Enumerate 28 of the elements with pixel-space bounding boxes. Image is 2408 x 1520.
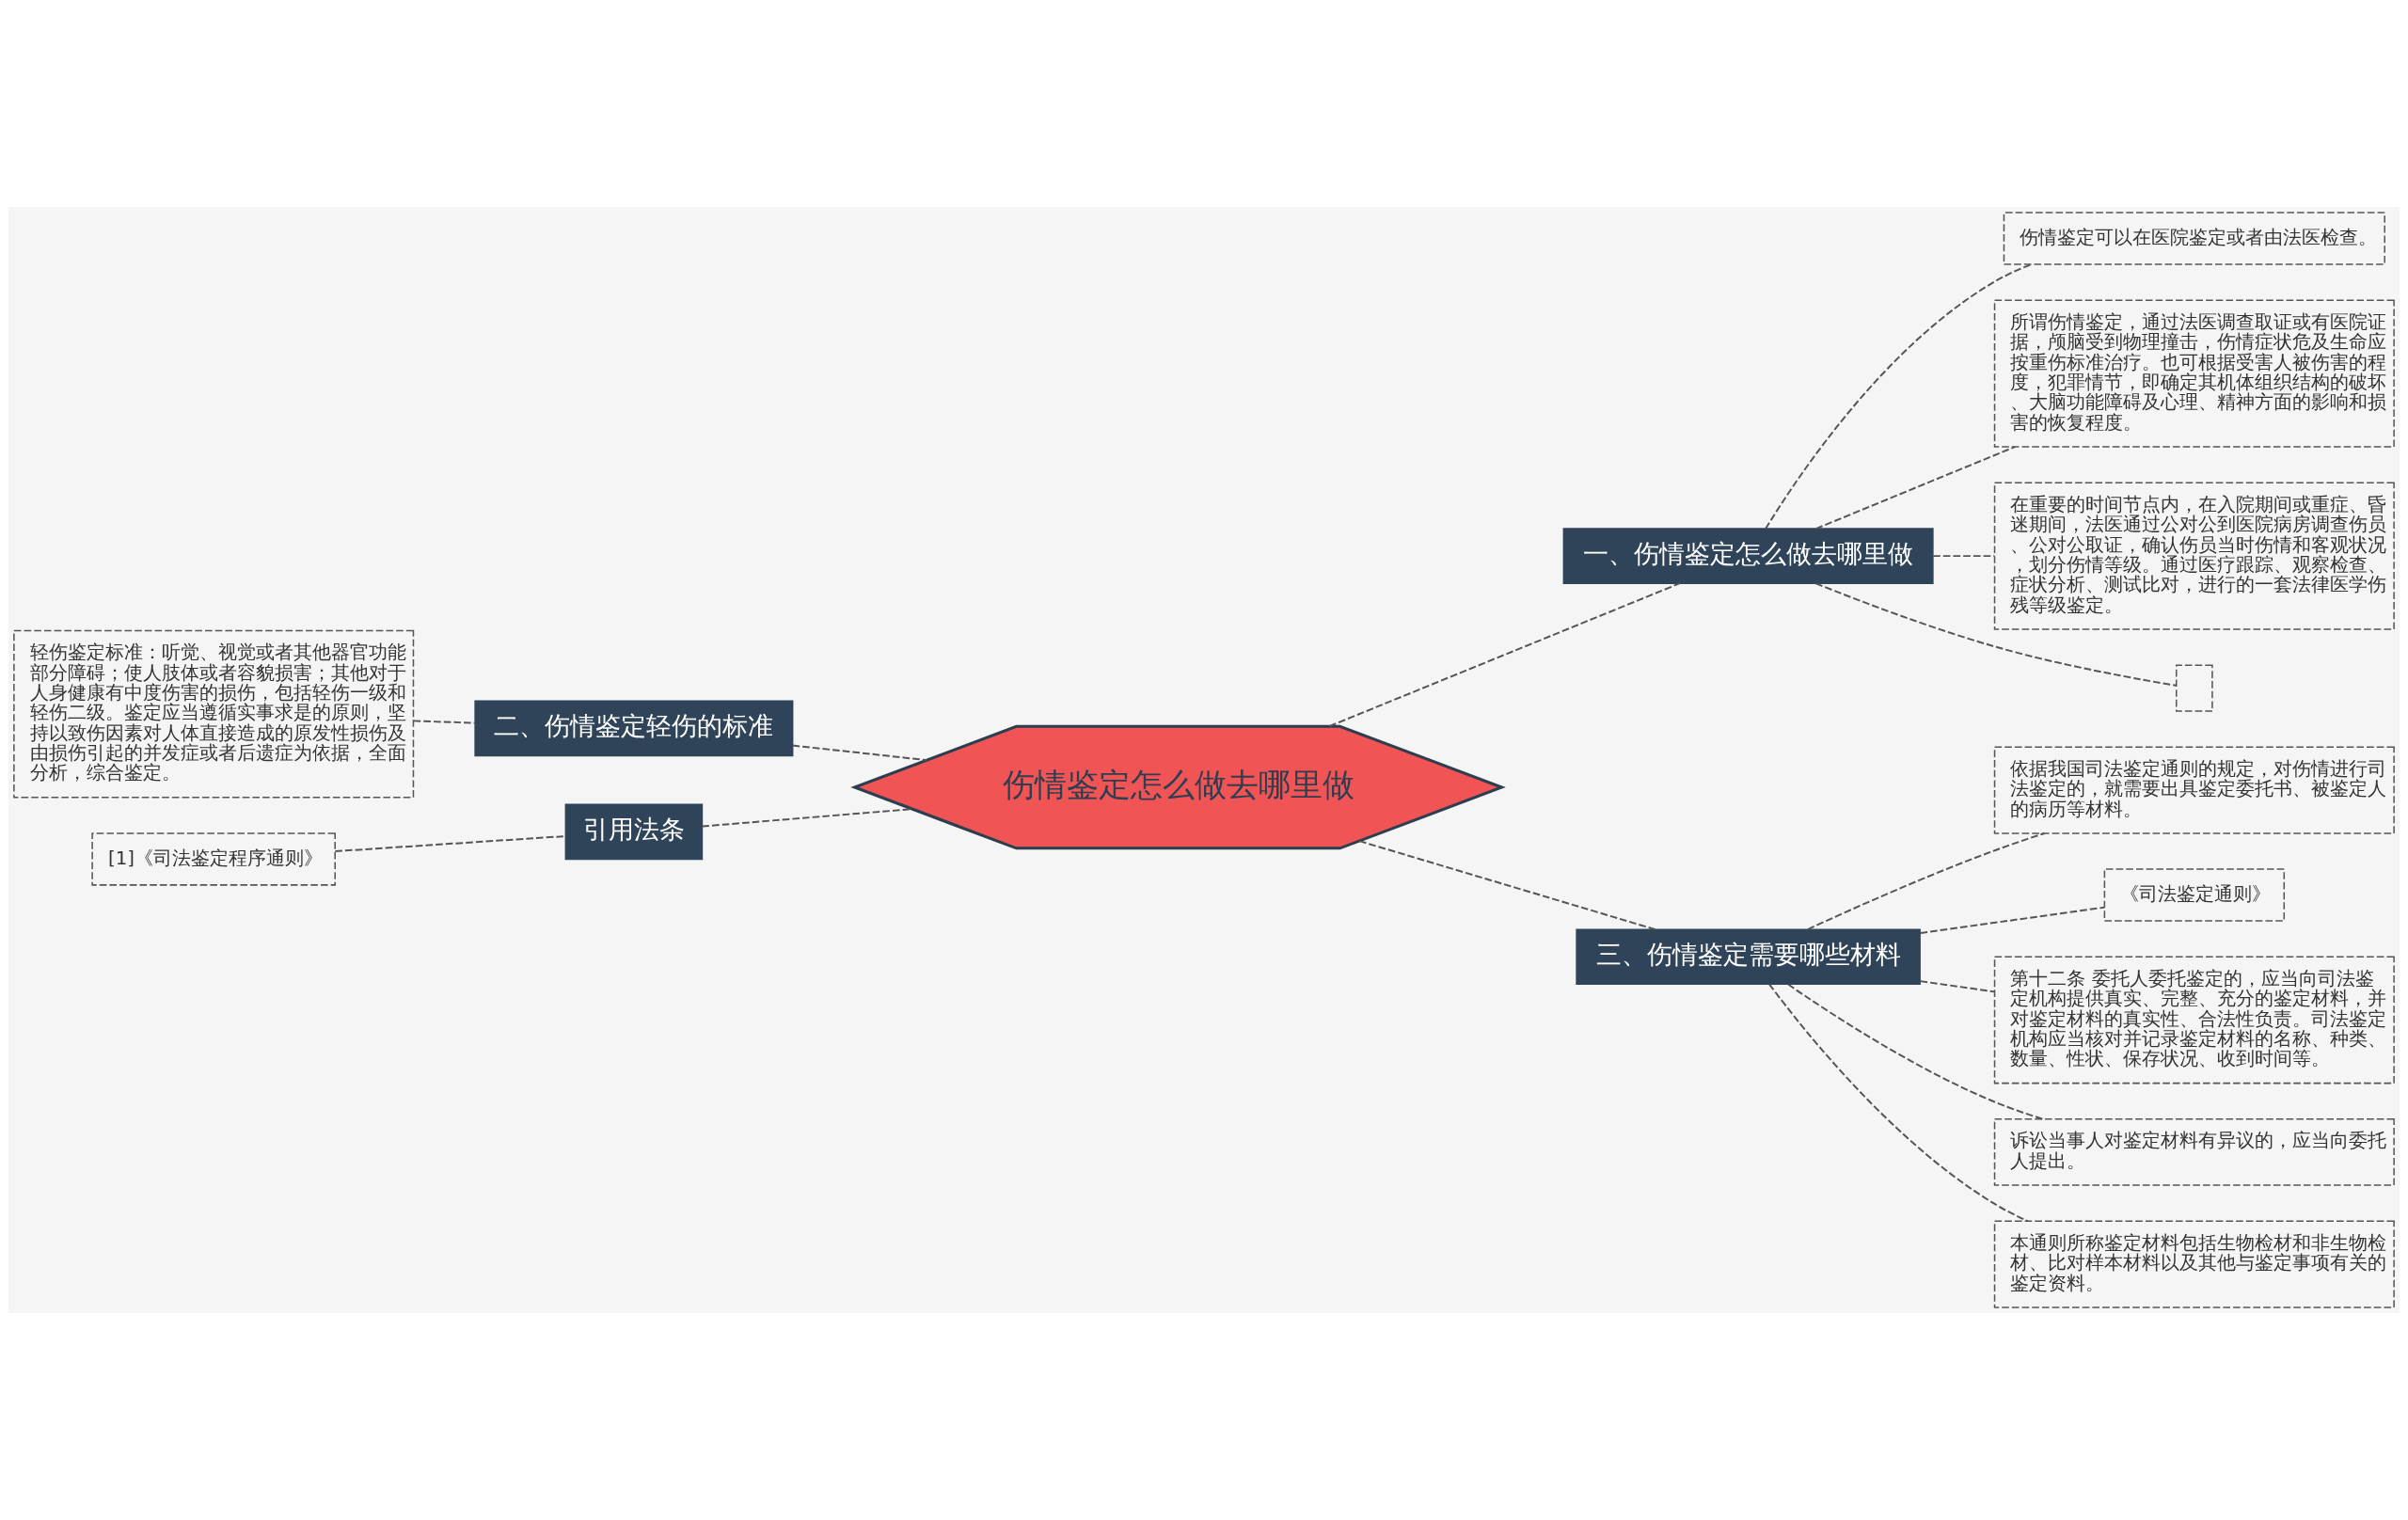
connector [1932,555,1996,558]
connector [1919,980,1996,993]
node-box: 第十二条 委托人委托鉴定的，应当向司法鉴定机构提供真实、完整、充分的鉴定材料，并对鉴定材料的真实性、合法性负责。司法鉴定机构应当核对并记录鉴定材料的名称、种类、数量、性状、保存状况、收到时间等。 [1993,956,2395,1085]
node-box: 依据我国司法鉴定通则的规定，对伤情进行司法鉴定的，就需要出具鉴定委托书、被鉴定人的病历等材料。 [1993,746,2395,834]
connector [1768,983,2029,1223]
connector [1328,582,1681,728]
node-box: 引用法条 [564,803,704,861]
connector [1814,446,2017,530]
connector [1814,582,2178,687]
node-box: 诉讼当事人对鉴定材料有异议的，应当向委托人提出。 [1993,1118,2395,1186]
node-box: 三、伤情鉴定需要哪些材料 [1576,928,1921,985]
node-box: [1]《司法鉴定程序通则》 [91,832,336,886]
node-box: 一、伤情鉴定怎么做去哪里做 [1562,528,1934,584]
connector [1787,983,2045,1120]
node-box: 在重要的时间节点内，在入院期间或重症、昏迷期间，法医通过公对公到医院病房调查伤员、公对公取证，确认伤员当时伤情和客观状况，划分伤情等级。通过医疗跟踪、观察检查、症状分析、测试比对，进行的一套法律医学伤残等级鉴定。 [1993,482,2395,630]
connector [1765,263,2033,530]
connector [1358,840,1656,931]
connector [1919,906,2105,934]
node-box: 伤情鉴定可以在医院鉴定或者由法医检查。 [2003,212,2385,265]
node-box: 轻伤鉴定标准：听觉、视觉或者其他器官功能部分障碍；使人肢体或者容貌损害；其他对于人身健康有中度伤害的损伤，包括轻伤一级和轻伤二级。鉴定应当遵循实事求是的原则，坚持以致伤因素对人体直接造成的原发性损伤及由损伤引起的并发症或者后遗症为依据，全面分析，综合鉴定。 [13,629,415,799]
node-box: 本通则所称鉴定材料包括生物检材和非生物检材、比对样本材料以及其他与鉴定事项有关的鉴定资料。 [1993,1220,2395,1308]
node-box: 所谓伤情鉴定，通过法医调查取证或有医院证据，颅脑受到物理撞击，伤情症状危及生命应按重伤标准治疗。也可根据受害人被伤害的程度，犯罪情节，即确定其机体组织结构的破坏、大脑功能障碍及心理、精神方面的影响和损害的恢复程度。 [1993,299,2395,448]
node-box [2175,664,2213,712]
connector [1806,831,2046,931]
node-box: 二、伤情鉴定轻伤的标准 [474,700,794,757]
node-box: 《司法鉴定通则》 [2103,868,2286,922]
connector [791,744,928,762]
connector [412,720,476,724]
